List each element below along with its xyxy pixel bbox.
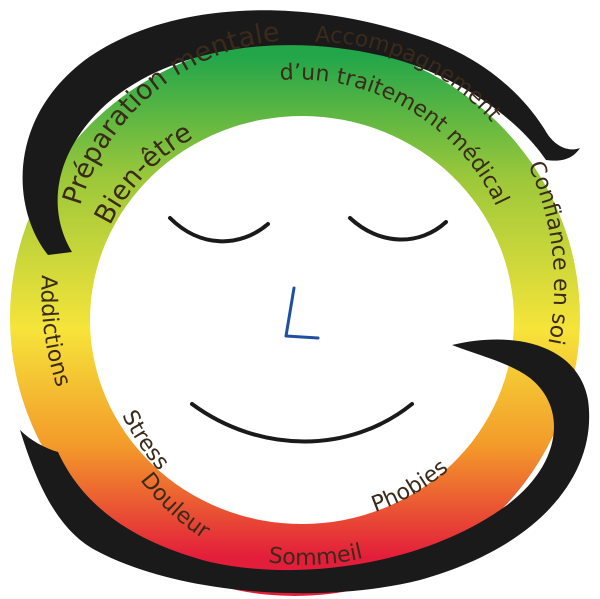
right-eye bbox=[348, 216, 448, 242]
face bbox=[168, 216, 448, 444]
swoosh-right-bottom bbox=[20, 339, 590, 594]
nose bbox=[284, 286, 320, 340]
swoosh-top-left bbox=[22, 10, 581, 256]
gradient-ring bbox=[10, 40, 580, 596]
smile bbox=[190, 402, 414, 444]
ring-band bbox=[10, 40, 580, 596]
left-eye bbox=[168, 216, 270, 244]
